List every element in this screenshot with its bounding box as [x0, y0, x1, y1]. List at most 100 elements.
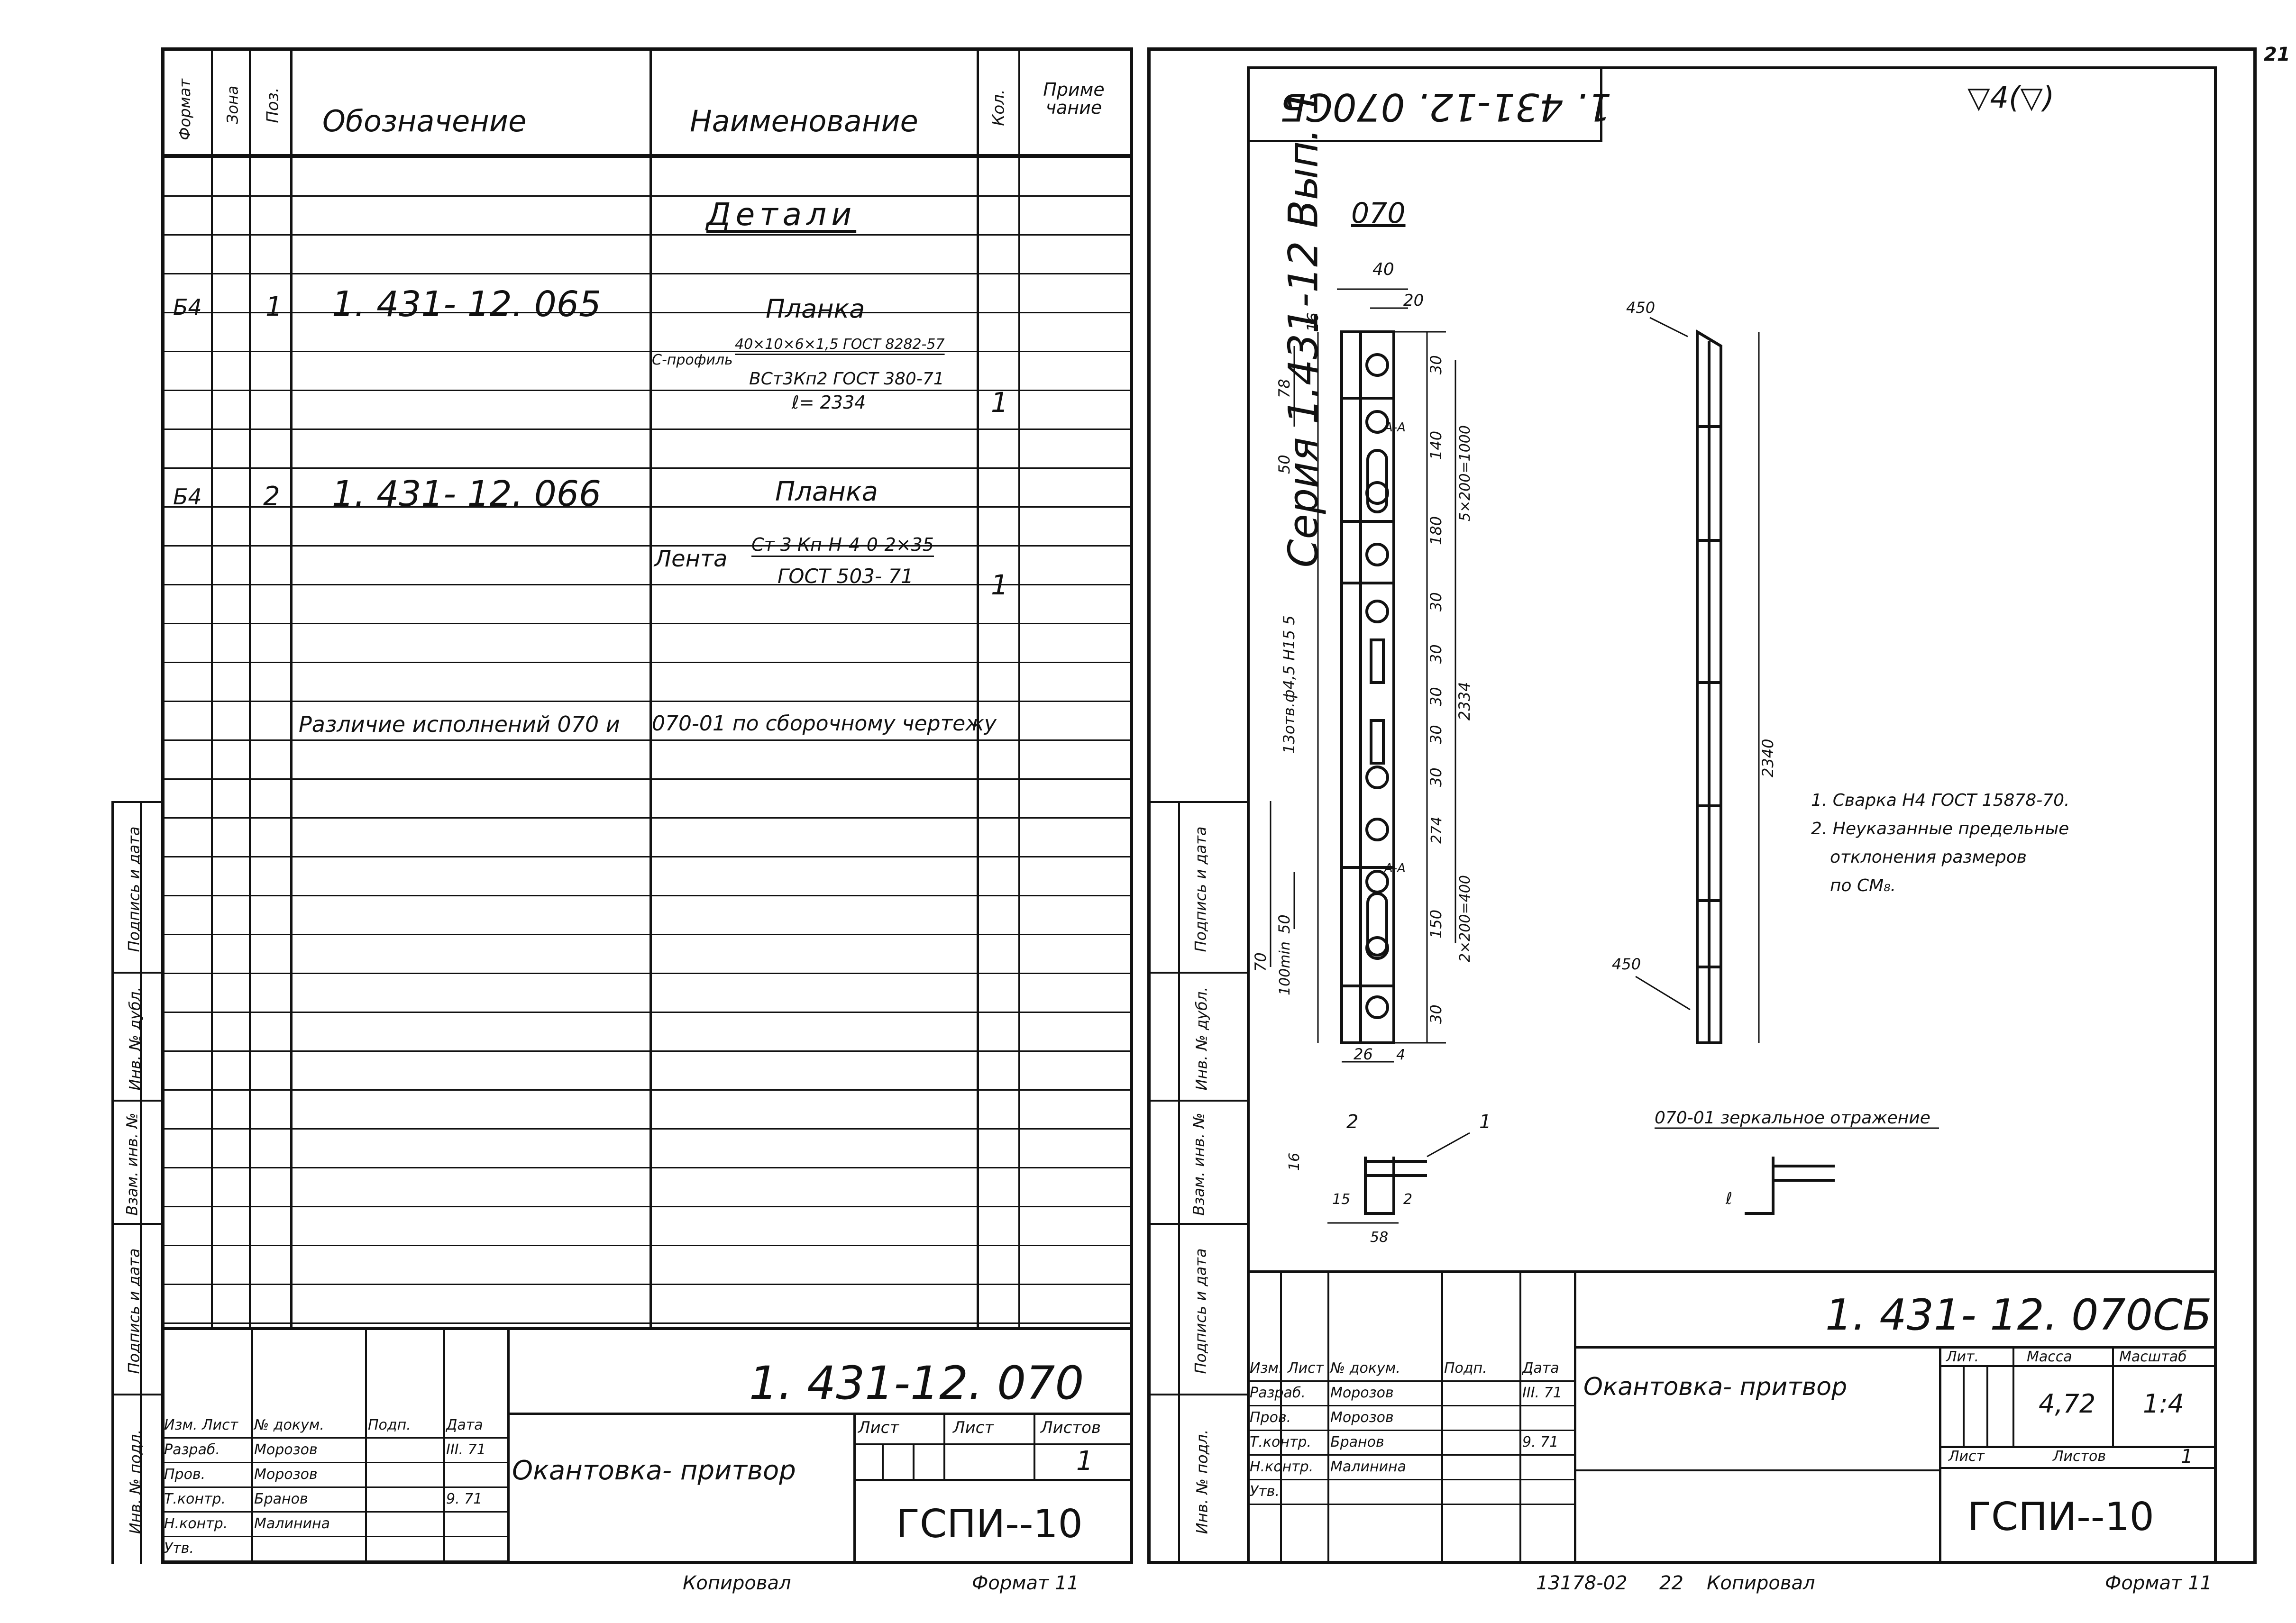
row-line	[161, 467, 1133, 469]
dim-100: 100min	[1277, 941, 1293, 995]
staff-cell: III. 71	[1522, 1385, 1562, 1401]
staff-cell: Бранов	[1330, 1434, 1384, 1450]
stamp-label: Инв. № подл.	[1193, 1429, 1211, 1534]
dim-30f: 30	[1427, 767, 1445, 787]
tb-bottom-text: 13178-02	[1536, 1572, 1628, 1594]
tb-sheets-value: 1	[2181, 1446, 2193, 1468]
staff-line	[161, 1511, 507, 1513]
staff-cell: Т.контр.	[164, 1491, 226, 1507]
header-pos: Поз.	[263, 87, 283, 123]
row-line	[161, 895, 1133, 896]
note-2: 2. Неуказанные предельные	[1811, 819, 2069, 839]
staff-cell: Подп.	[1444, 1360, 1487, 1377]
tb-v	[507, 1327, 510, 1564]
tb-h	[507, 1413, 1133, 1415]
dim-30c: 30	[1427, 644, 1445, 664]
staff-cell: III. 71	[446, 1441, 486, 1458]
label-s2: 2	[1346, 1111, 1358, 1133]
stamp-sep	[1147, 972, 1249, 974]
row-line	[161, 1322, 1133, 1324]
row2-qty: 1	[991, 569, 1008, 601]
tb-scale: 1:4	[2143, 1389, 2184, 1419]
staff-line	[161, 1536, 507, 1537]
staff-cell: Пров.	[164, 1466, 206, 1483]
staff-cell: Подп.	[368, 1417, 411, 1433]
stamp-label: Инв. № дубл.	[1192, 986, 1211, 1091]
tb-sheets: Листов	[1041, 1418, 1101, 1437]
row1-mat-bottom: ВСт3Кп2 ГОСТ 380-71	[749, 369, 944, 389]
row-line	[161, 273, 1133, 274]
header-note: Приме чание	[1043, 79, 1105, 118]
stamp-sep	[111, 972, 164, 974]
header-name: Наименование	[690, 104, 918, 138]
tb-v	[1327, 1270, 1329, 1564]
tb-doc-number: 1. 431- 12. 070СБ	[1825, 1290, 2212, 1340]
tb-mass-label: Масса	[2027, 1349, 2072, 1365]
view-label: 070	[1351, 197, 1406, 230]
stamp-border	[140, 801, 142, 1564]
tb-h	[1939, 1446, 2216, 1448]
dim-holes: 13отв.ф4,5 Н15 5	[1280, 615, 1298, 754]
header-line	[161, 154, 1133, 157]
right-sheet	[1147, 47, 2257, 1564]
tb-v	[1986, 1365, 1988, 1446]
tb-v	[443, 1327, 445, 1564]
tb-copied: Копировал	[1707, 1572, 1815, 1594]
row1-format: Б4	[173, 294, 202, 320]
row1-length: ℓ= 2334	[792, 392, 866, 413]
tb-v	[251, 1327, 253, 1564]
roughness: ▽4(▽)	[1967, 80, 2055, 115]
staff-cell: Дата	[1522, 1360, 1559, 1377]
tb-h	[853, 1443, 1133, 1445]
col-line	[249, 47, 251, 1327]
dim-top-offset: 20	[1403, 291, 1424, 310]
row2-format: Б4	[173, 484, 202, 510]
dim-50b: 50	[1275, 914, 1293, 934]
stamp-label: Инв. № подл.	[126, 1429, 145, 1534]
stamp-label: Подпись и дата	[125, 826, 143, 952]
header-qty: Кол.	[989, 89, 1008, 126]
dim-150: 150	[1427, 910, 1445, 939]
dim-70: 70	[1252, 952, 1270, 972]
row-line	[161, 817, 1133, 819]
tb-top	[1247, 1270, 2216, 1273]
technical-drawing: 070 40 20 16 78 50 30 140 5×200=1000 180…	[1252, 197, 2069, 1246]
dim-26: 26	[1354, 1045, 1373, 1063]
tb-copied: Копировал	[683, 1572, 791, 1594]
staff-cell: № докум.	[1330, 1360, 1400, 1377]
tb-org: ГСПИ--10	[896, 1502, 1083, 1547]
row1-name: Планка	[766, 294, 865, 324]
staff-cell: Т.контр.	[1250, 1434, 1312, 1450]
stamp-sep	[111, 1223, 164, 1225]
row2-designation: 1. 431- 12. 066	[332, 474, 602, 514]
label-s1: 1	[1479, 1111, 1491, 1133]
tb-v	[1574, 1270, 1576, 1564]
stamp-sep	[111, 1394, 164, 1395]
tb-format: Формат 11	[972, 1572, 1079, 1594]
tb-v	[1441, 1270, 1443, 1564]
col-line	[1018, 47, 1020, 1327]
dim-274: 274	[1428, 817, 1445, 844]
stamp-label: Подпись и дата	[125, 1248, 143, 1374]
tb-v	[2012, 1346, 2014, 1446]
staff-cell: Пров.	[1250, 1409, 1291, 1426]
stamp-label: Взам. инв. №	[123, 1112, 141, 1216]
note-4: по СМ₈.	[1830, 876, 1896, 895]
row2-mat-label: Лента	[654, 546, 728, 572]
dim-16: 16	[1304, 312, 1322, 332]
tb-sheets: Листов	[2053, 1448, 2106, 1465]
row-line	[161, 1012, 1133, 1013]
dim-30g: 30	[1427, 1004, 1445, 1024]
tb-h	[853, 1479, 1133, 1481]
stamp-sep	[1147, 1394, 1249, 1395]
tb-v	[1280, 1270, 1282, 1564]
col-line	[977, 47, 979, 1327]
staff-cell: Морозов	[254, 1441, 318, 1458]
dim-15: 15	[1332, 1191, 1350, 1208]
stamp-sep	[1147, 801, 1249, 803]
tb-bottom-num: 22	[1659, 1572, 1683, 1594]
tb-lit: Лист	[858, 1418, 899, 1437]
diff-note-left: Различие исполнений 070 и	[299, 711, 620, 737]
dim-30b: 30	[1427, 592, 1445, 611]
tb-v	[1034, 1413, 1035, 1479]
